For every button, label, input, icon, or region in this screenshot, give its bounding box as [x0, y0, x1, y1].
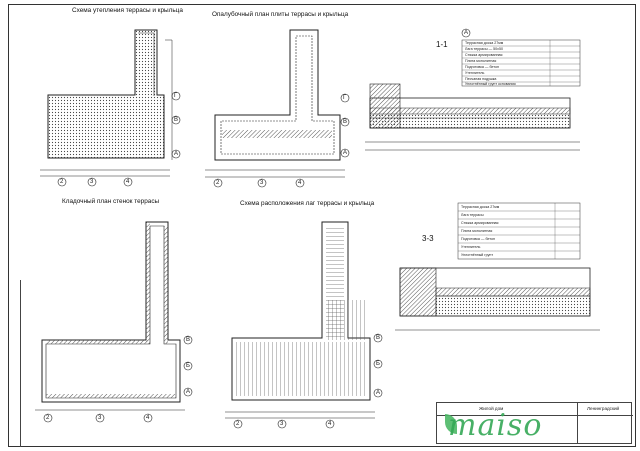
layer-row: Подготовка — бетон: [465, 65, 499, 69]
layer-row: Утеплитель: [465, 71, 485, 75]
axis-label: 4: [298, 180, 302, 186]
layer-row: Уплотнённый грунт основания: [465, 82, 516, 86]
layer-row: Лага террасы: [461, 213, 484, 217]
axis-label: В: [174, 117, 179, 123]
layer-row: Лага террасы — 50х50: [465, 47, 503, 51]
left-margin-strip: [8, 280, 21, 447]
layer-row: Плита монолитная: [465, 59, 497, 63]
masonry-title: Кладочный план стенок террасы: [62, 198, 160, 205]
section-1-1: [365, 28, 581, 151]
axis-label: А: [174, 151, 179, 157]
axis-label: А: [343, 150, 348, 156]
axis-label: В: [343, 119, 348, 125]
section-1-1-axis: А: [464, 30, 469, 36]
axis-label: В: [376, 335, 381, 341]
axis-label: Б: [376, 361, 380, 367]
layer-row: Террасная доска 27мм: [461, 205, 500, 209]
layer-row: Песчаная подушка: [465, 77, 497, 81]
axis-label: 2: [216, 180, 220, 186]
title-block: Жилой дом Ленинградский: [436, 402, 633, 444]
layer-row: Утеплитель: [461, 245, 481, 249]
axis-label: 2: [60, 179, 64, 185]
axis-label: 3: [90, 179, 94, 185]
masonry-plan: [35, 221, 193, 423]
joists-plan: [225, 221, 383, 429]
watermark-leaf-icon: [445, 414, 457, 434]
axis-label: А: [186, 389, 191, 395]
axis-label: 3: [280, 421, 284, 427]
section-1-1-label: 1-1: [436, 40, 448, 49]
organization-name: Ленинградский: [587, 406, 620, 411]
layer-row: Подготовка — бетон: [461, 237, 495, 241]
section-3-3: [395, 202, 600, 331]
drawing-frame: [8, 4, 636, 447]
layer-row: Плита монолитная: [461, 229, 493, 233]
layer-row: Уплотнённый грунт: [461, 253, 494, 257]
axis-label: 3: [98, 415, 102, 421]
axis-label: Г: [343, 95, 347, 101]
stamp-divider: [437, 415, 633, 416]
axis-label: 4: [146, 415, 150, 421]
axis-label: 4: [328, 421, 332, 427]
section-3-3-label: 3-3: [422, 234, 434, 243]
axis-label: 4: [126, 179, 130, 185]
axis-label: 2: [46, 415, 50, 421]
formwork-plan: [205, 29, 350, 188]
stamp-divider: [577, 403, 578, 443]
insulation-plan: [40, 29, 181, 187]
layer-row: Террасная доска 27мм: [465, 41, 504, 45]
watermark: maiso: [448, 408, 543, 443]
axis-label: 3: [260, 180, 264, 186]
axis-label: В: [186, 337, 191, 343]
formwork-title: Опалубочный план плиты террасы и крыльца: [212, 11, 349, 18]
axis-label: Б: [186, 363, 190, 369]
joists-title: Схема расположения лаг террасы и крыльца: [240, 200, 375, 207]
layer-row: Стяжка армированная: [465, 53, 503, 57]
object-name: Жилой дом: [479, 406, 504, 411]
insulation-title: Схема утепления террасы и крыльца: [72, 7, 183, 14]
axis-label: 2: [236, 421, 240, 427]
axis-label: А: [376, 390, 381, 396]
axis-label: Г: [174, 93, 178, 99]
layer-row: Стяжка армированная: [461, 221, 499, 225]
